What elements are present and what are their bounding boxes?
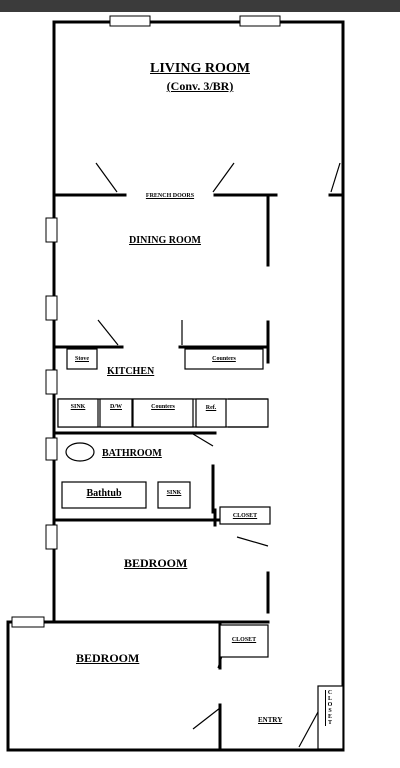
window-top-right <box>239 15 281 27</box>
bathtub-box <box>61 481 147 509</box>
window-left-5 <box>45 524 58 550</box>
french-door-right <box>212 162 235 193</box>
window-left-2 <box>45 295 58 321</box>
bedroom-2-label: BEDROOM <box>76 651 140 665</box>
ref-lines <box>228 398 268 428</box>
closet-1-label: CLOSET <box>232 513 258 519</box>
dw-label: D/W <box>110 404 122 410</box>
ref-box <box>195 398 227 428</box>
toilet <box>65 442 95 462</box>
french-door-left <box>95 162 118 193</box>
window-left-1 <box>45 217 58 243</box>
kitchen-door-left <box>97 319 119 346</box>
sink-box <box>57 398 99 428</box>
window-left-3 <box>45 369 58 395</box>
kitchen-label: KITCHEN <box>107 366 155 377</box>
counters-upper-box <box>184 348 264 370</box>
counters-upper-label: Counters <box>212 356 236 362</box>
entry-door <box>298 711 319 748</box>
stove-box <box>66 348 98 370</box>
sink-label: SINK <box>70 404 86 410</box>
bath-sink-label: SINK <box>166 490 182 496</box>
outer-wall <box>6 20 345 752</box>
counters-lower-label: Counters <box>151 404 175 410</box>
stove-label: Stove <box>75 356 89 362</box>
bedroom2-door <box>192 707 221 730</box>
bathroom-label: BATHROOM <box>102 448 162 459</box>
closet-2-box <box>219 624 269 658</box>
window-bedroom2-top <box>11 616 45 628</box>
dining-room-label: DINING ROOM <box>129 235 201 246</box>
entry-label: ENTRY <box>258 716 283 724</box>
closet-2-label: CLOSET <box>231 637 257 643</box>
bath-sink-box <box>157 481 191 509</box>
french-doors-label: FRENCH DOORS <box>145 193 195 199</box>
window-left-4 <box>45 437 58 461</box>
closet-1-box <box>219 506 271 525</box>
closet-3-box <box>317 685 344 750</box>
bedroom1-door <box>236 536 269 547</box>
living-right-door <box>330 162 341 193</box>
ref-label: Ref. <box>205 405 217 411</box>
window-top-bar <box>0 0 400 12</box>
bedroom-1-label: BEDROOM <box>124 556 188 570</box>
living-room-note: (Conv. 3/BR) <box>166 79 234 93</box>
living-room-label: LIVING ROOM <box>150 61 250 76</box>
closet-3-label: CLOSET <box>327 690 333 726</box>
bath-door <box>192 433 214 447</box>
dw-box <box>99 398 133 428</box>
counters-lower-box <box>132 398 194 428</box>
window-top-left <box>109 15 151 27</box>
bathtub-label: Bathtub <box>86 488 122 499</box>
closet2-door <box>217 655 223 669</box>
